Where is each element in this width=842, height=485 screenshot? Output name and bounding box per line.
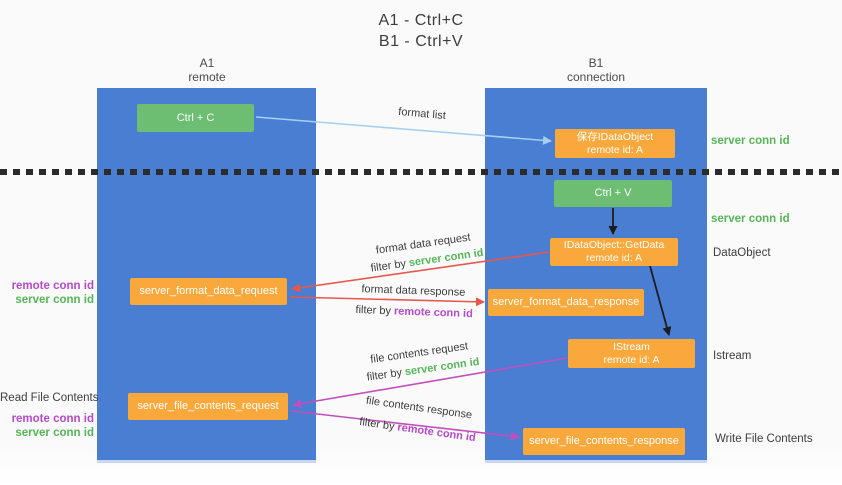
node-server-file-contents-response: server_file_contents_response: [523, 428, 685, 455]
node-format-response-label: server_format_data_response: [492, 296, 640, 308]
node-getdata-remote-id: remote id: A: [585, 252, 643, 264]
lane-b1-role: connection: [566, 70, 626, 84]
node-save-idataobject-title: 保存IDataObject: [576, 130, 654, 143]
label-remote-conn-id-left-2: remote conn id: [11, 413, 94, 425]
node-istream: IStream remote id: A: [568, 339, 695, 368]
node-server-format-data-request: server_format_data_request: [130, 278, 287, 305]
node-save-idataobject: 保存IDataObject remote id: A: [555, 129, 675, 158]
edge-label-format-data-request: format data request filter byserver conn…: [350, 226, 498, 280]
label-server-conn-id-left-2: server conn id: [15, 427, 94, 439]
lane-a1-name: A1: [199, 56, 215, 70]
lane-header-a1: A1 remote: [157, 56, 257, 84]
session-divider-dotted-line: [0, 169, 842, 175]
lane-header-b1: B1 connection: [546, 56, 646, 84]
node-format-request-label: server_format_data_request: [139, 285, 278, 297]
node-getdata-title: IDataObject::GetData: [563, 239, 665, 251]
label-remote-conn-id-left-1: remote conn id: [11, 280, 94, 292]
label-istream: Istream: [713, 350, 752, 362]
lane-a1-role: remote: [188, 70, 226, 84]
edge-label-file-contents-response: file contents response filter byremote c…: [333, 386, 503, 453]
node-ctrl-v-label: Ctrl + V: [594, 187, 632, 199]
node-file-request-label: server_file_contents_request: [137, 400, 279, 412]
node-ctrl-c-label: Ctrl + C: [176, 111, 215, 124]
node-idataobject-getdata: IDataObject::GetData remote id: A: [550, 238, 678, 266]
label-dataobject: DataObject: [713, 247, 771, 259]
edge-label-file-contents-request: file contents request filter byserver co…: [346, 335, 494, 389]
node-save-idataobject-remote-id: remote id: A: [586, 143, 644, 156]
node-ctrl-c: Ctrl + C: [137, 104, 254, 132]
title-line-2: B1 - Ctrl+V: [378, 33, 464, 50]
label-write-file-contents: Write File Contents: [715, 433, 813, 445]
label-server-conn-id-right-mid: server conn id: [711, 213, 790, 225]
node-file-response-label: server_file_contents_response: [529, 435, 679, 447]
label-server-conn-id-left-1: server conn id: [15, 294, 94, 306]
node-istream-remote-id: remote id: A: [603, 353, 660, 366]
label-read-file-contents: Read File Contents: [0, 392, 99, 404]
node-server-file-contents-request: server_file_contents_request: [128, 393, 288, 420]
title-line-1: A1 - Ctrl+C: [378, 12, 464, 29]
edge-label-format-list: format list: [397, 105, 447, 123]
node-ctrl-v: Ctrl + V: [554, 180, 672, 207]
label-server-conn-id-right-top: server conn id: [711, 135, 790, 147]
node-istream-title: IStream: [613, 340, 650, 353]
lane-b1-name: B1: [588, 56, 604, 70]
node-server-format-data-response: server_format_data_response: [488, 289, 644, 316]
page-title: A1 - Ctrl+C B1 - Ctrl+V: [0, 10, 842, 52]
